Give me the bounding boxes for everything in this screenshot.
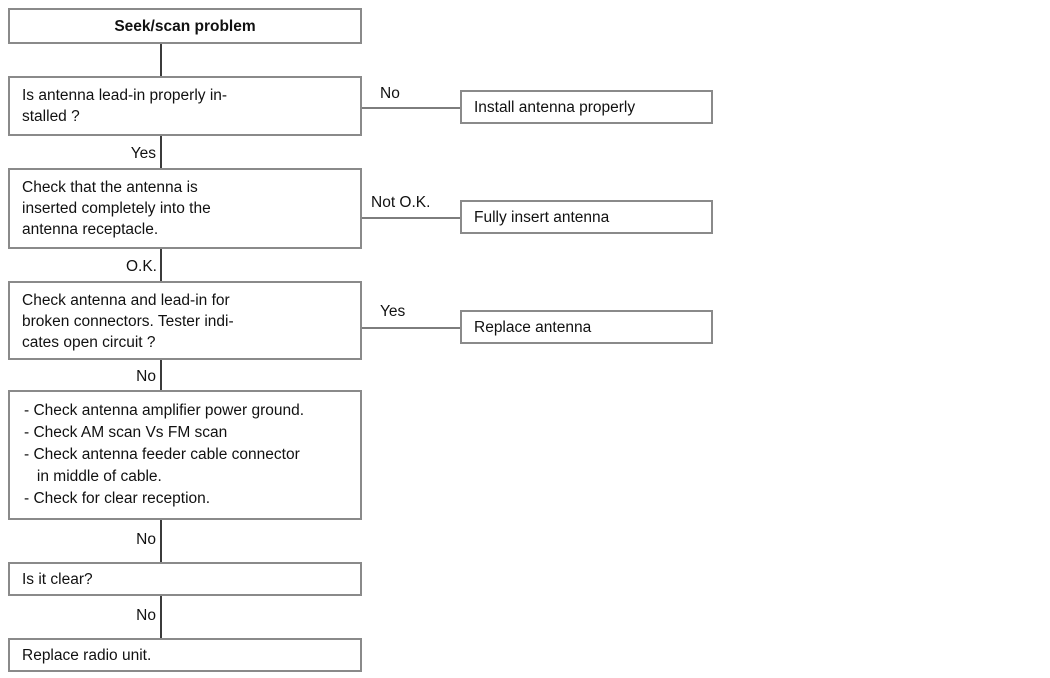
checklist-line-1: - Check antenna amplifier power ground. bbox=[24, 402, 305, 419]
edge-label-lead-in-yes: Yes bbox=[130, 145, 156, 162]
connector-inserted-to-broken bbox=[160, 249, 162, 281]
edge-label-inserted-not-ok: Not O.K. bbox=[371, 194, 431, 211]
connector-checklist-to-is-clear bbox=[160, 520, 162, 562]
node-check-inserted[interactable]: Check that the antenna is inserted compl… bbox=[8, 168, 362, 249]
connector-broken-yes-branch bbox=[362, 327, 460, 329]
edge-label-checklist-no: No bbox=[136, 531, 156, 548]
edge-label-inserted-ok: O.K. bbox=[125, 258, 157, 275]
edge-label-broken-yes: Yes bbox=[380, 303, 406, 320]
node-check-inserted-label: Check that the antenna is inserted compl… bbox=[22, 179, 211, 238]
edge-label-clear-no: No bbox=[136, 607, 156, 624]
checklist-line-3: - Check antenna feeder cable connector bbox=[24, 446, 300, 463]
connector-lead-in-no-branch bbox=[362, 107, 460, 109]
edge-label-lead-in-no: No bbox=[380, 85, 400, 102]
node-replace-radio-unit-label: Replace radio unit. bbox=[22, 646, 152, 664]
node-replace-radio-unit[interactable]: Replace radio unit. bbox=[8, 638, 362, 672]
connector-start-to-lead-in bbox=[160, 44, 162, 76]
node-install-antenna-label: Install antenna properly bbox=[474, 98, 636, 116]
node-replace-antenna-label: Replace antenna bbox=[474, 318, 592, 336]
edge-label-broken-no: No bbox=[136, 368, 156, 385]
node-fully-insert-antenna[interactable]: Fully insert antenna bbox=[460, 200, 713, 234]
connector-is-clear-to-replace-radio bbox=[160, 596, 162, 638]
checklist-line-2: - Check AM scan Vs FM scan bbox=[24, 424, 228, 441]
node-is-it-clear[interactable]: Is it clear? bbox=[8, 562, 362, 596]
node-install-antenna[interactable]: Install antenna properly bbox=[460, 90, 713, 124]
node-start-label: Seek/scan problem bbox=[114, 17, 256, 35]
node-check-broken-connectors-label: Check antenna and lead-in for broken con… bbox=[22, 292, 234, 351]
connector-inserted-not-ok-branch bbox=[362, 217, 460, 219]
node-check-broken-connectors[interactable]: Check antenna and lead-in for broken con… bbox=[8, 281, 362, 360]
node-check-lead-in[interactable]: Is antenna lead-in properly in- stalled … bbox=[8, 76, 362, 136]
node-check-lead-in-label: Is antenna lead-in properly in- stalled … bbox=[22, 87, 228, 125]
node-is-it-clear-label: Is it clear? bbox=[22, 570, 93, 588]
node-checklist[interactable]: - Check antenna amplifier power ground. … bbox=[8, 390, 362, 520]
connector-lead-in-to-inserted bbox=[160, 136, 162, 168]
node-start[interactable]: Seek/scan problem bbox=[8, 8, 362, 44]
checklist-line-4: in middle of cable. bbox=[24, 468, 162, 485]
node-replace-antenna[interactable]: Replace antenna bbox=[460, 310, 713, 344]
connector-broken-to-checklist bbox=[160, 360, 162, 390]
node-fully-insert-antenna-label: Fully insert antenna bbox=[474, 208, 610, 226]
checklist-line-5: - Check for clear reception. bbox=[24, 490, 211, 507]
